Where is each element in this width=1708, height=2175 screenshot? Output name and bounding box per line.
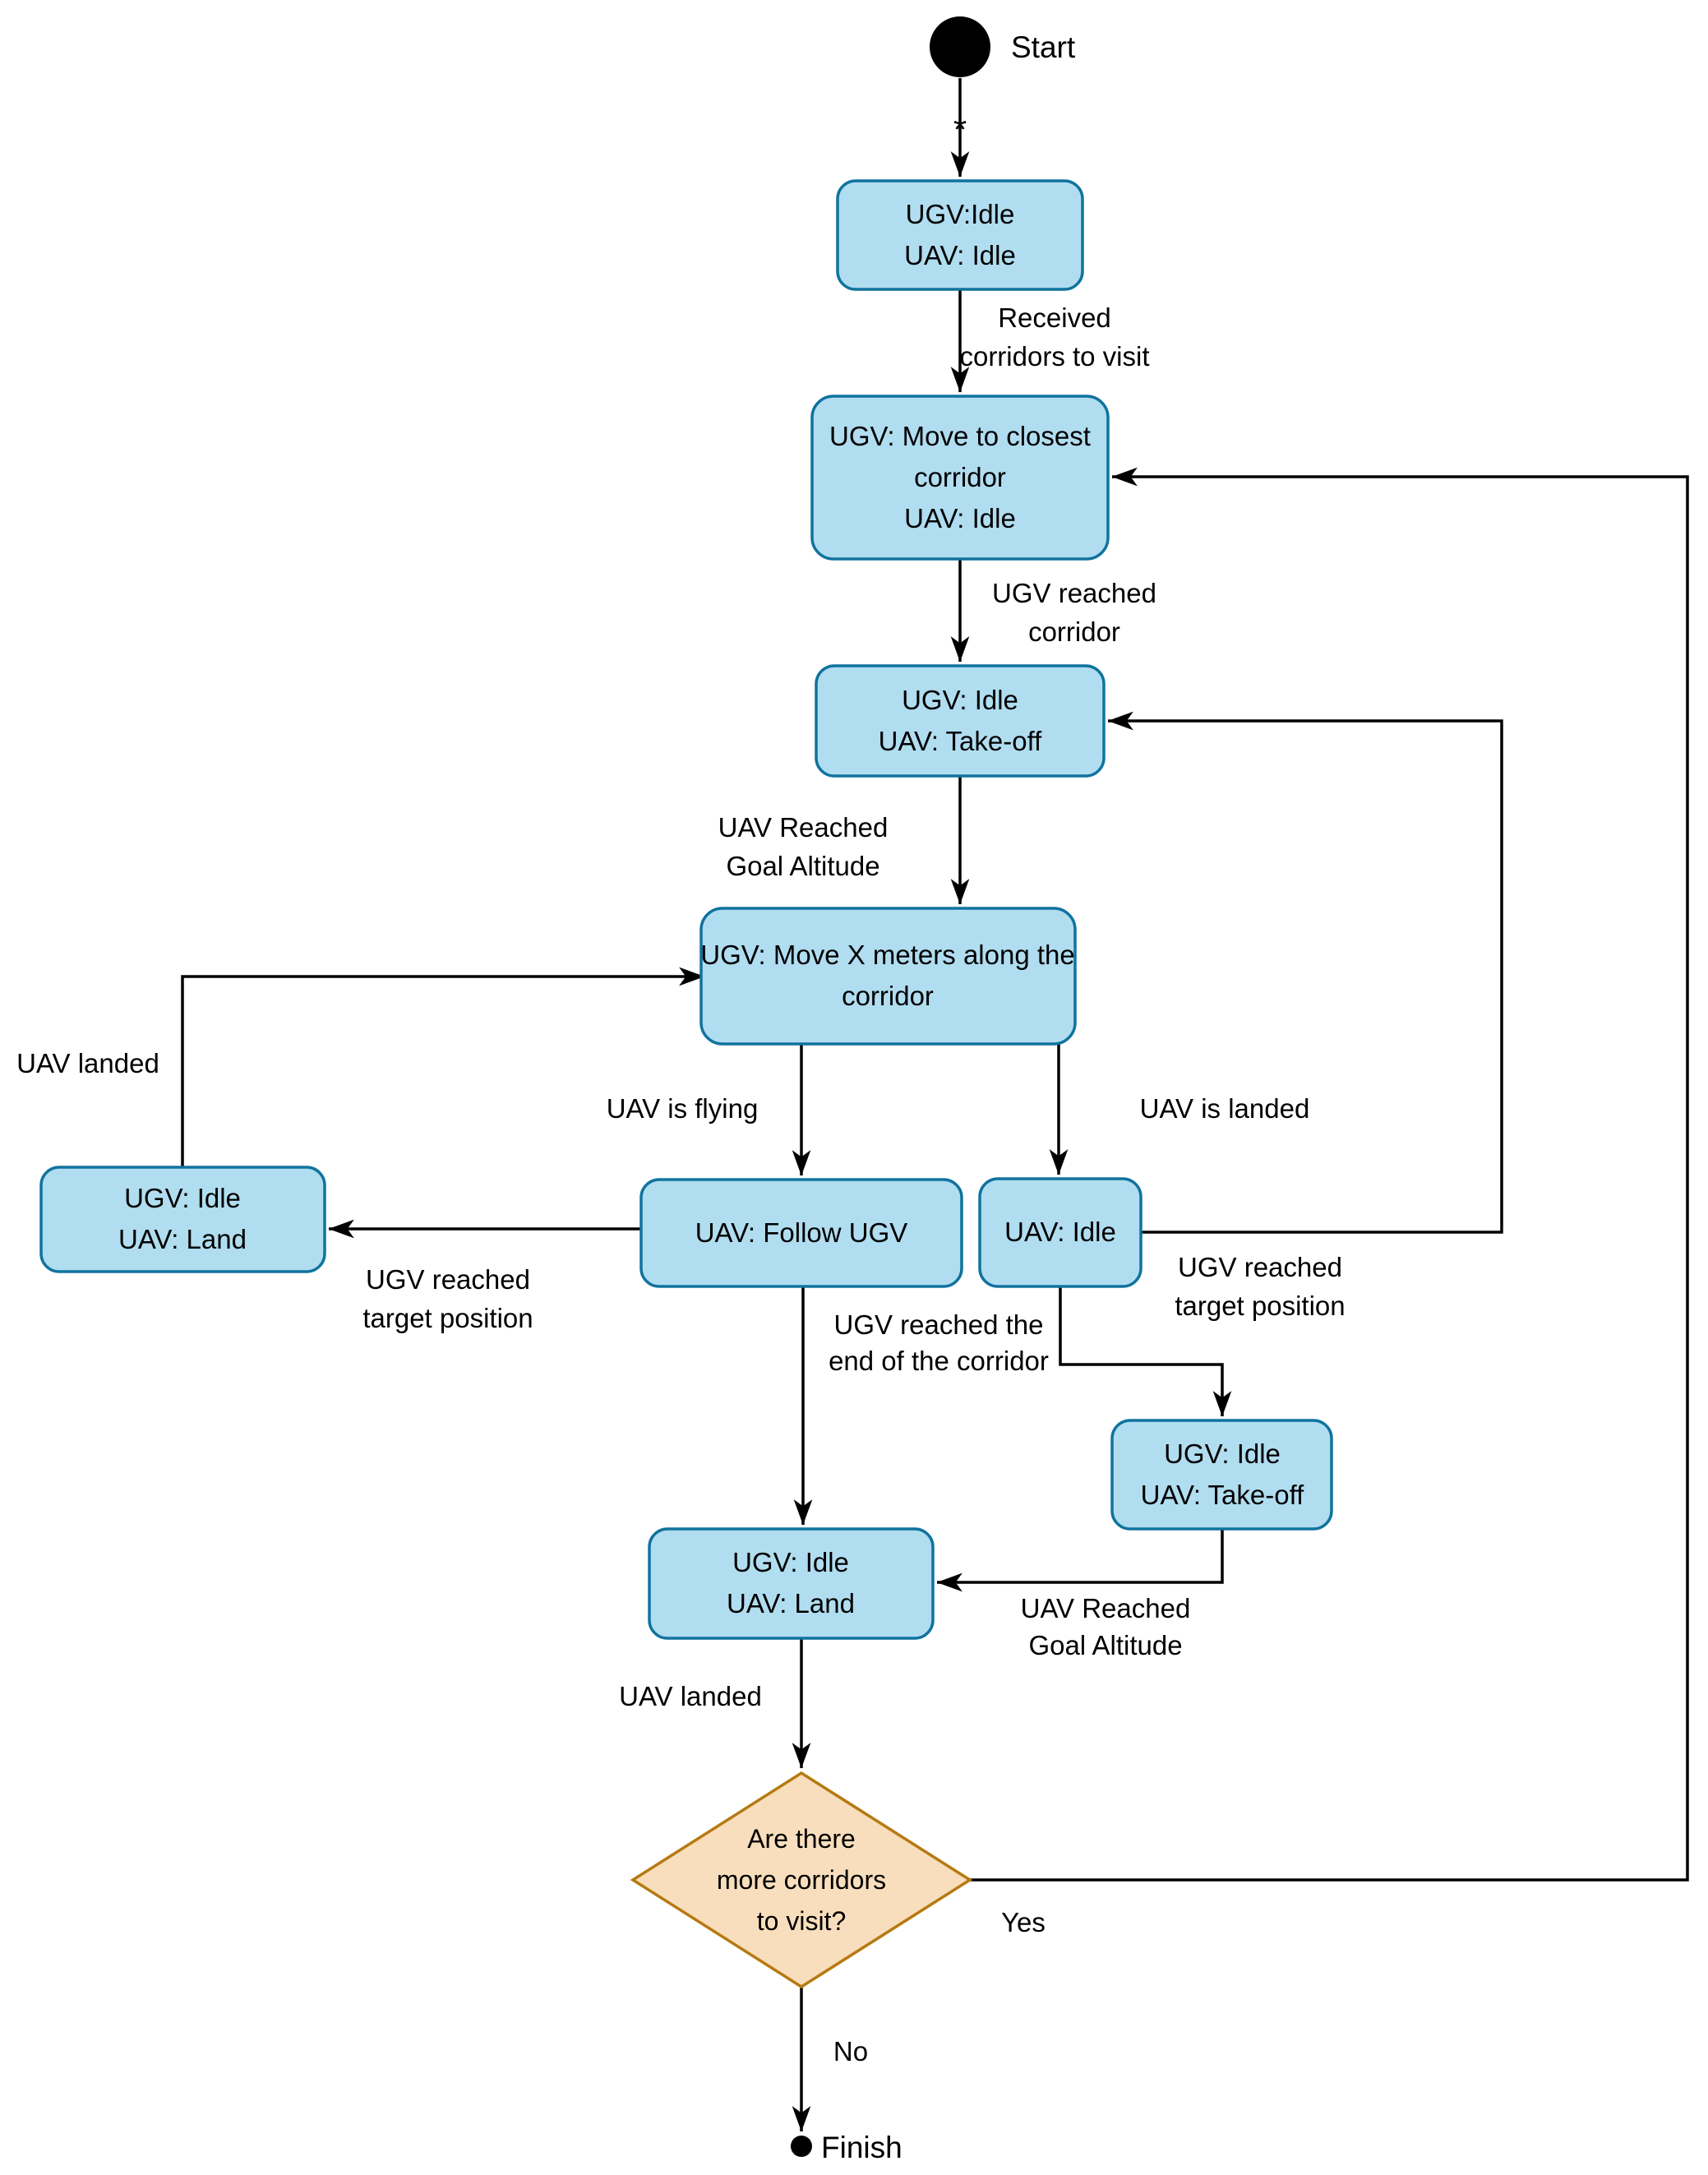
start-node: Start [930,16,1076,77]
finish-node: Finish [791,2131,902,2164]
state-move-x-line2: corridor [842,981,934,1011]
state-takeoff-1-line2: UAV: Take-off [879,726,1043,756]
decision-line2: more corridors [717,1865,886,1895]
edge-decision-yes-loop [970,467,1689,1882]
edge-label-reached-corridor-line1: UGV reached [992,578,1156,608]
edge-label-uav-is-landed: UAV is landed [1140,1093,1310,1124]
edge-label-received-line1: Received [998,302,1111,333]
state-idle-idle-box [836,179,1084,291]
state-follow-ugv-box [639,1178,963,1288]
edge-label-goal-altitude1-line2: Goal Altitude [726,851,879,881]
state-move-x-line1: UGV: Move X meters along the [700,940,1074,970]
edge-label-uav-is-flying: UAV is flying [607,1093,759,1124]
state-land-left-box [39,1166,326,1273]
edge-label-goal-altitude1-line1: UAV Reached [718,812,889,843]
state-move-closest: UGV: Move to closest corridor UAV: Idle [810,395,1110,561]
state-idle-idle: UGV:Idle UAV: Idle [836,179,1084,291]
state-move-x-box [699,907,1077,1046]
edge-uavidle-to-takeoff1-loop [1107,711,1503,1234]
state-land-left-line1: UGV: Idle [124,1183,241,1213]
start-circle-icon [930,16,990,77]
edge-label-reached-target-left-line1: UGV reached [366,1264,530,1295]
initial-transition-marker: * [953,110,967,149]
state-takeoff-2: UGV: Idle UAV: Take-off [1110,1419,1333,1531]
state-takeoff-1-line1: UGV: Idle [902,685,1018,715]
start-label: Start [1011,30,1076,64]
state-move-closest-box [810,395,1110,561]
state-move-closest-line1: UGV: Move to closest [829,421,1091,451]
state-takeoff-2-line1: UGV: Idle [1164,1438,1281,1469]
state-takeoff-1-box [815,664,1106,778]
edge-label-end-of-corridor-line2: end of the corridor [829,1346,1049,1376]
decision-more-corridors: Are there more corridors to visit? [630,1771,973,1989]
edge-label-end-of-corridor-line1: UGV reached the [834,1309,1044,1340]
state-land-left: UGV: Idle UAV: Land [39,1166,326,1273]
state-uav-idle: UAV: Idle [978,1177,1143,1288]
edge-label-reached-target-right-line2: target position [1175,1291,1345,1321]
state-land-center-line1: UGV: Idle [732,1547,849,1577]
edge-label-goal-altitude2-line2: Goal Altitude [1028,1630,1182,1660]
state-land-left-line2: UAV: Land [118,1224,247,1254]
edge-label-no: No [833,2036,868,2066]
decision-line1: Are there [747,1824,856,1854]
decision-line3: to visit? [757,1906,846,1936]
state-follow-ugv-line1: UAV: Follow UGV [695,1217,908,1248]
state-land-center-box [648,1527,935,1640]
edge-label-yes: Yes [1001,1907,1046,1937]
decision-diamond [630,1771,973,1989]
edge-label-received-line2: corridors to visit [959,341,1149,372]
state-land-center-line2: UAV: Land [727,1588,855,1619]
state-move-closest-line2: corridor [914,462,1006,492]
state-uav-idle-box [978,1177,1143,1288]
state-move-x: UGV: Move X meters along the corridor [699,907,1077,1046]
edge-takeoff2-to-landcenter [936,1529,1224,1592]
finish-label: Finish [821,2131,902,2164]
state-follow-ugv: UAV: Follow UGV [639,1178,963,1288]
finish-circle-icon [791,2136,812,2157]
edge-label-goal-altitude2-line1: UAV Reached [1021,1593,1191,1623]
edge-label-reached-target-left-line2: target position [362,1303,533,1333]
edge-label-reached-corridor-line2: corridor [1028,616,1120,647]
state-takeoff-1: UGV: Idle UAV: Take-off [815,664,1106,778]
state-move-closest-line3: UAV: Idle [904,503,1016,533]
edge-uavidle-to-takeoff2 [1059,1286,1232,1417]
edge-label-reached-target-right-line1: UGV reached [1178,1252,1342,1282]
state-land-center: UGV: Idle UAV: Land [648,1527,935,1640]
state-takeoff-2-line2: UAV: Take-off [1141,1480,1305,1510]
state-uav-idle-line1: UAV: Idle [1004,1217,1116,1247]
state-takeoff-2-box [1110,1419,1333,1531]
edge-landleft-to-movex-loop [181,967,705,1167]
edge-label-uav-landed-left: UAV landed [16,1048,159,1078]
state-idle-idle-line2: UAV: Idle [904,240,1016,270]
edge-label-uav-landed-bottom: UAV landed [619,1681,762,1711]
state-idle-idle-line1: UGV:Idle [906,199,1015,229]
